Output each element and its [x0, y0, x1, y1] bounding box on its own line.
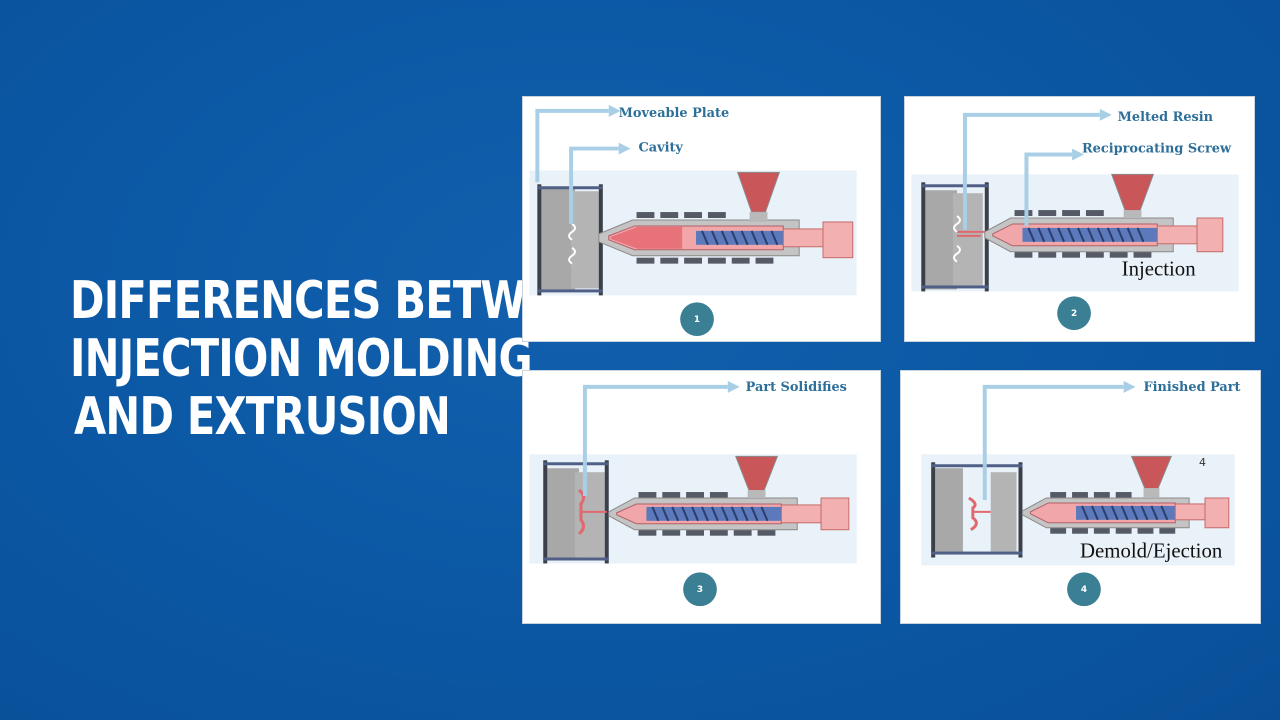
- step-badge: [1057, 296, 1091, 331]
- cavity: [568, 223, 577, 241]
- moveable-plate-open: [935, 468, 963, 554]
- screw: [696, 230, 784, 245]
- step-4-panel: 4 Finished Part Demold/Ejection 4: [900, 370, 1261, 624]
- corner-step-number: 4: [1199, 456, 1206, 469]
- step-number: 1: [694, 315, 700, 325]
- headline-line-1: DIFFERENCES BETWEEN: [70, 271, 616, 331]
- step-badge: [1067, 572, 1101, 607]
- stage-label: Demold/Ejection: [1080, 539, 1223, 563]
- step-1-diagram: Moveable Plate Cavity 1: [529, 104, 857, 337]
- finished-part: [968, 496, 978, 532]
- step-2-panel: Melted Resin Reciprocating Screw Injecti…: [904, 96, 1255, 342]
- step-number: 3: [697, 585, 703, 595]
- step-3-diagram: Part Solidifies 3: [529, 380, 857, 607]
- headline: DIFFERENCES BETWEEN INJECTION MOLDING AN…: [70, 271, 616, 447]
- step-number: 4: [1081, 585, 1087, 595]
- stage-label: Injection: [1122, 257, 1197, 281]
- label-reciprocating-screw: Reciprocating Screw: [1082, 142, 1232, 157]
- step-2-diagram: Melted Resin Reciprocating Screw Injecti…: [911, 108, 1239, 331]
- headline-line-3: AND EXTRUSION: [74, 387, 451, 447]
- label-cavity: Cavity: [639, 141, 684, 156]
- label-melted-resin: Melted Resin: [1118, 110, 1214, 125]
- step-3-panel: Part Solidifies 3: [522, 370, 881, 624]
- label-finished-part: Finished Part: [1144, 380, 1241, 395]
- label-moveable-plate: Moveable Plate: [619, 106, 729, 121]
- step-4-diagram: 4 Finished Part Demold/Ejection 4: [921, 380, 1241, 607]
- solidified-part: [578, 488, 585, 535]
- label-part-solidifies: Part Solidifies: [746, 380, 847, 395]
- step-number: 2: [1071, 309, 1077, 319]
- moveable-plate: [539, 188, 576, 292]
- fixed-plate: [571, 191, 601, 289]
- step-badge: [680, 302, 714, 337]
- step-badge: [683, 572, 717, 607]
- step-1-panel: Moveable Plate Cavity 1: [522, 96, 881, 342]
- headline-line-2: INJECTION MOLDING: [70, 329, 533, 389]
